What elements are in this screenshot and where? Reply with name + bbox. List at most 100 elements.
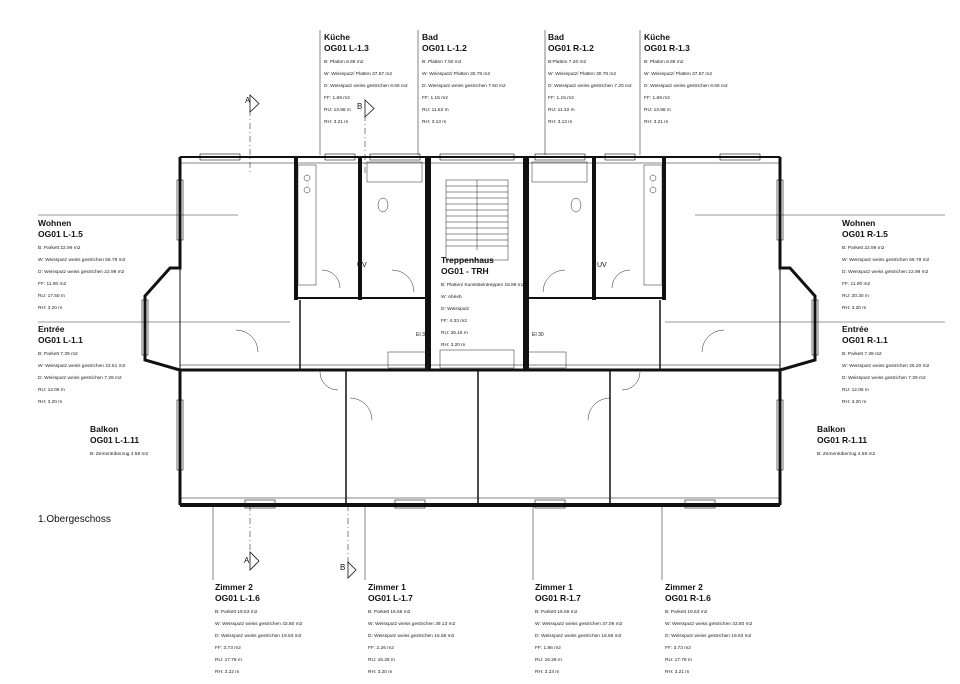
room-spec-line: RU: 26.16 m — [441, 331, 468, 336]
room-name: Bad — [548, 32, 565, 42]
room-spec-line: W: Weissputz/ Platten 30.78 m2 — [548, 72, 617, 77]
room-name: Entrée — [842, 324, 869, 334]
room-spec-line: RH: 3.13 m — [422, 120, 447, 125]
room-spec-line: RU: 20.30 m — [842, 294, 869, 299]
room-spec-line: RU: 12.06 m — [38, 388, 65, 393]
room-spec-line: B: Parkett 19.63 m2 — [665, 610, 708, 615]
room-code: OG01 L-1.7 — [368, 593, 413, 603]
room-spec-line: FF: 3.73 m2 — [215, 646, 241, 651]
room-name: Zimmer 1 — [535, 582, 573, 592]
room-spec-line: RH: 3.20 m — [441, 343, 466, 348]
room-name: Entrée — [38, 324, 65, 334]
room-spec-line: B: Platten 8.65 m2 — [644, 60, 684, 65]
room-name: Zimmer 2 — [215, 582, 253, 592]
room-name: Zimmer 1 — [368, 582, 406, 592]
room-name: Balkon — [817, 424, 846, 434]
room-code: OG01 R-1.1 — [842, 335, 888, 345]
door-swings — [235, 269, 725, 421]
room-spec-line: B: Parkett 22.99 m2 — [842, 246, 885, 251]
room-spec-line: FF: 11.90 m2 — [38, 282, 67, 287]
room-spec-line: D: Weissputz weiss gestrichen 7.50 m2 — [422, 84, 506, 89]
room-spec-line: D: Weissputz weiss gestrichen 8.65 m2 — [644, 84, 728, 89]
room-spec-line: RH: 3.20 m — [842, 400, 867, 405]
room-spec-line: B: Parkett 16.56 m2 — [368, 610, 411, 615]
room-spec-line: B: Parkett 16.56 m2 — [535, 610, 578, 615]
room-spec-line: B: Parkett 19.63 m2 — [215, 610, 258, 615]
section-markers — [249, 94, 375, 579]
room-code: OG01 L-1.1 — [38, 335, 83, 345]
room-spec-line: W: Weissputz weiss gestrichen 23.61 m2 — [38, 364, 126, 369]
room-spec-line: D: Weissputz weiss gestrichen 16.56 m2 — [535, 634, 622, 639]
room-spec-line: D: Weissputz weiss gestrichen 7.39 m2 — [842, 376, 926, 381]
room-spec-line: RH: 3.21 m — [665, 670, 690, 675]
room-spec-line: W: Weissputz weiss gestrichen 37.09 m2 — [535, 622, 623, 627]
room-spec-line: W: Weissputz weiss gestrichen 56.78 m2 — [842, 258, 930, 263]
section-mark-a-top: A — [245, 96, 251, 105]
room-spec-line: RH: 3.21 m — [644, 120, 669, 125]
room-spec-line: D: Weissputz weiss gestrichen 22.99 m2 — [842, 270, 929, 275]
room-spec-line: B: Parkett 7.39 m2 — [38, 352, 78, 357]
room-spec-line: B: Platten/ Kunststeintreppen 15.89 m2 — [441, 283, 525, 288]
windows — [141, 153, 819, 509]
room-spec-line: FF: 4.33 m2 — [441, 319, 467, 324]
room-name: Treppenhaus — [441, 255, 494, 265]
room-spec-line: FF: 2.26 m2 — [368, 646, 394, 651]
room-spec-line: FF: 3.73 m2 — [665, 646, 691, 651]
room-name: Küche — [324, 32, 350, 42]
room-spec-line: RU: 12.06 m — [842, 388, 869, 393]
room-spec-line: W: Weissputz weiss gestrichen 43.80 m2 — [665, 622, 753, 627]
room-name: Bad — [422, 32, 439, 42]
room-spec-line: FF: 11.90 m2 — [842, 282, 871, 287]
room-spec-line: RU: 17.50 m — [38, 294, 65, 299]
room-spec-line: RU: 11.52 m — [422, 108, 449, 113]
room-spec-line: W: Weissputz weiss gestrichen 39.13 m2 — [368, 622, 456, 627]
ei30-label-left: EI 30 — [416, 332, 428, 338]
room-spec-line: D: Weissputz weiss gestrichen 7.39 m2 — [38, 376, 122, 381]
room-spec-line: W: Weissputz/ Platten 37.57 m2 — [324, 72, 393, 77]
room-spec-line: RU: 17.78 m — [215, 658, 242, 663]
room-spec-line: D: Weissputz weiss gestrichen 8.65 m2 — [324, 84, 408, 89]
section-mark-b-bottom: B — [340, 563, 346, 572]
room-name: Zimmer 2 — [665, 582, 703, 592]
room-spec-line: RH: 3.23 m — [535, 670, 560, 675]
room-spec-line: RU: 17.78 m — [665, 658, 692, 663]
room-code: OG01 R-1.5 — [842, 229, 888, 239]
floor-title: 1.Obergeschoss — [38, 514, 111, 525]
room-spec-line: W: Weissputz weiss gestrichen 56.78 m2 — [38, 258, 126, 263]
room-spec-line: B: Zementüberzug 4.58 m2 — [817, 452, 876, 457]
interior-walls — [180, 157, 780, 505]
room-spec-line: W: Abrieb — [441, 295, 462, 300]
room-spec-line: W: Weissputz weiss gestrichen 26.20 m2 — [842, 364, 930, 369]
room-code: OG01 L-1.6 — [215, 593, 260, 603]
room-spec-line: B: Platten 7.50 m2 — [422, 60, 462, 65]
room-name: Wohnen — [38, 218, 72, 228]
room-spec-line: FF: 1.15 m2 — [422, 96, 448, 101]
room-spec-line: B: Parkett 7.39 m2 — [842, 352, 882, 357]
room-spec-line: RU: 16.28 m — [368, 658, 395, 663]
room-code: OG01 R-1.2 — [548, 43, 594, 53]
kitchen-units — [297, 161, 663, 286]
room-spec-line: B: Parkett 22.99 m2 — [38, 246, 81, 251]
room-code: OG01 L-1.11 — [90, 435, 140, 445]
room-spec-line: W: Weissputz weiss gestrichen 43.80 m2 — [215, 622, 303, 627]
section-mark-b-top: B — [357, 102, 363, 111]
uv-label-right: UV — [597, 262, 607, 269]
room-spec-line: RU: 16.28 m — [535, 658, 562, 663]
room-code: OG01 R-1.6 — [665, 593, 711, 603]
room-spec-line: FF: 1.86 m2 — [535, 646, 561, 651]
room-spec-line: W: Weissputz/ Platten 30.78 m2 — [422, 72, 491, 77]
room-code: OG01 R-1.3 — [644, 43, 690, 53]
room-code: OG01 L-1.3 — [324, 43, 369, 53]
room-spec-line: D: Weissputz — [441, 307, 470, 312]
room-spec-line: RU: 11.32 m — [548, 108, 575, 113]
room-name: Wohnen — [842, 218, 876, 228]
room-spec-line: FF: 1.69 m2 — [324, 96, 350, 101]
